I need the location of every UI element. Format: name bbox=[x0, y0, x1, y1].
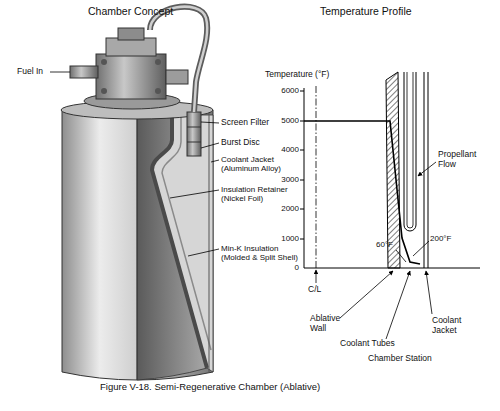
axis-title: Temperature (°F) bbox=[265, 70, 329, 80]
valve-body bbox=[96, 54, 166, 99]
callout-label: Fuel In bbox=[17, 67, 43, 77]
insulation-section bbox=[152, 115, 213, 372]
leader-line bbox=[211, 160, 219, 162]
station-arrow bbox=[316, 270, 317, 283]
axis-tick-label: 3000 bbox=[269, 175, 299, 184]
figure-caption: Figure V-18. Semi-Regenerative Chamber (… bbox=[100, 382, 320, 393]
panel-heading: Temperature Profile bbox=[320, 5, 412, 17]
leader-line bbox=[396, 250, 406, 262]
housing-joint bbox=[187, 142, 201, 143]
leader-arrow bbox=[418, 162, 436, 176]
housing-joint bbox=[187, 127, 201, 128]
feed-tube-highlight bbox=[150, 7, 207, 112]
station-arrow bbox=[340, 271, 393, 318]
station-label: Ablative Wall bbox=[310, 314, 350, 334]
axis-tick bbox=[300, 121, 304, 122]
y-axis bbox=[304, 88, 305, 268]
valve-bolt bbox=[101, 88, 107, 94]
callout-label: Coolant Jacket (Aluminum Alloy) bbox=[221, 155, 297, 173]
axis-tick bbox=[300, 239, 304, 240]
temperature-note: 60°F bbox=[376, 240, 393, 249]
axis-tick-label: 0 bbox=[269, 263, 299, 272]
cutaway-edge bbox=[137, 115, 138, 380]
coolant-tube-inner bbox=[407, 72, 413, 228]
station-label: Coolant Jacket bbox=[432, 316, 474, 336]
coolant-jacket-shell bbox=[62, 110, 213, 380]
axis-tick-label: 6000 bbox=[269, 86, 299, 95]
leader-line bbox=[413, 241, 429, 256]
jacket-wall-line bbox=[209, 112, 210, 372]
side-fitting bbox=[166, 70, 188, 84]
valve-bolt bbox=[155, 88, 161, 94]
axis-tick bbox=[300, 209, 304, 210]
axis-tick bbox=[300, 150, 304, 151]
ablative-wall-hatch bbox=[386, 72, 400, 268]
filter-burst-disc-housing bbox=[187, 112, 201, 156]
leader-line bbox=[201, 122, 219, 123]
flow-label: Propellant Flow bbox=[438, 150, 484, 170]
feed-tube bbox=[150, 7, 207, 112]
axis-tick-label: 2000 bbox=[269, 204, 299, 213]
callout-label: Insulation Retainer (Nickel Foil) bbox=[221, 185, 301, 203]
valve-actuator bbox=[106, 38, 156, 56]
temperature-note: 200°F bbox=[430, 234, 451, 243]
valve-bolt bbox=[155, 59, 161, 65]
fuel-inlet-fitting bbox=[70, 66, 98, 78]
callout-label: Min-K Insulation (Molded & Split Shell) bbox=[221, 244, 309, 262]
leader-line bbox=[170, 190, 219, 198]
leader-line bbox=[50, 72, 70, 73]
coolant-tube-outer bbox=[404, 72, 416, 231]
axis-tick-label: 5000 bbox=[269, 116, 299, 125]
station-arrow bbox=[426, 271, 432, 314]
axis-tick-label: 1000 bbox=[269, 234, 299, 243]
leader-line bbox=[188, 249, 219, 256]
centerline bbox=[316, 86, 317, 268]
axis-title: Chamber Station bbox=[368, 354, 432, 364]
axis-tick bbox=[300, 180, 304, 181]
valve-cap bbox=[118, 28, 144, 40]
coolant-jacket-line bbox=[424, 72, 425, 268]
axis-tick bbox=[300, 91, 304, 92]
panel-heading: Chamber Concept bbox=[88, 5, 173, 17]
station-label: C/L bbox=[308, 285, 321, 295]
callout-label: Screen Filter bbox=[221, 118, 269, 128]
station-label: Coolant Tubes bbox=[340, 339, 395, 349]
station-arrow bbox=[386, 271, 410, 339]
temperature-curve bbox=[304, 121, 420, 264]
leader-line bbox=[201, 143, 219, 148]
coolant-jacket-line bbox=[428, 72, 429, 268]
valve-bolt bbox=[101, 59, 107, 65]
callout-label: Burst Disc bbox=[221, 138, 260, 148]
axis-tick-label: 4000 bbox=[269, 145, 299, 154]
